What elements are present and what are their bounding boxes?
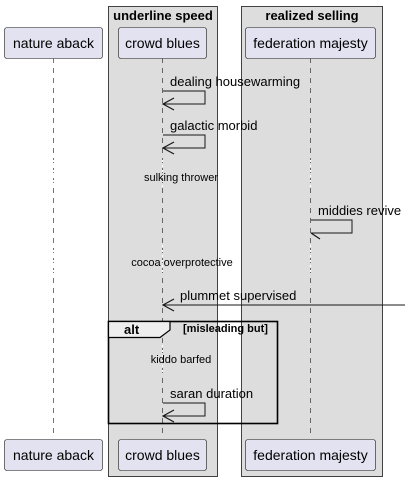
participant-nature-aback-top[interactable]: nature aback (4, 27, 103, 59)
arrowhead (161, 409, 175, 423)
fragment-alt: alt [misleading but] (107, 320, 279, 425)
participant-label: nature aback (13, 447, 95, 463)
message-self-1: dealing housewarming (161, 74, 300, 111)
arrowhead (161, 97, 175, 111)
arrowhead (310, 232, 321, 240)
participant-label: crowd blues (125, 35, 200, 51)
message-label: saran duration (170, 386, 253, 401)
participant-federation-majesty-top[interactable]: federation majesty (245, 27, 376, 59)
fragment-operator: alt (124, 322, 140, 337)
participant-crowd-blues-top[interactable]: crowd blues (118, 27, 207, 59)
message-label: dealing housewarming (170, 74, 300, 89)
delay-dots (52, 160, 312, 375)
participant-label: nature aback (13, 35, 95, 51)
message-self-2: galactic morbid (161, 118, 257, 155)
delay-label: kiddo barfed (151, 354, 212, 366)
message-incoming: plummet supervised (161, 288, 405, 312)
participant-label: federation majesty (253, 35, 367, 51)
participant-crowd-blues-bottom[interactable]: crowd blues (118, 439, 207, 471)
box-underline-speed: underline speed (108, 6, 218, 477)
delay-label: cocoa overprotective (131, 257, 233, 269)
delay-label: sulking thrower (144, 172, 218, 184)
box-realized-selling: realized selling (241, 6, 383, 477)
message-self-4: saran duration (161, 386, 253, 423)
message-label: plummet supervised (180, 288, 296, 303)
message-label: middies revive (318, 203, 401, 218)
participant-nature-aback-bottom[interactable]: nature aback (4, 439, 103, 471)
box-title: underline speed (113, 8, 213, 23)
message-label: galactic morbid (170, 118, 257, 133)
participant-label: crowd blues (125, 447, 200, 463)
participant-federation-majesty-bottom[interactable]: federation majesty (245, 439, 376, 471)
box-title: realized selling (265, 8, 358, 23)
message-self-3: middies revive (310, 203, 401, 240)
arrowhead (161, 298, 175, 312)
participant-label: federation majesty (253, 447, 367, 463)
fragment-guard: [misleading but] (183, 323, 268, 335)
arrowhead (161, 141, 175, 155)
